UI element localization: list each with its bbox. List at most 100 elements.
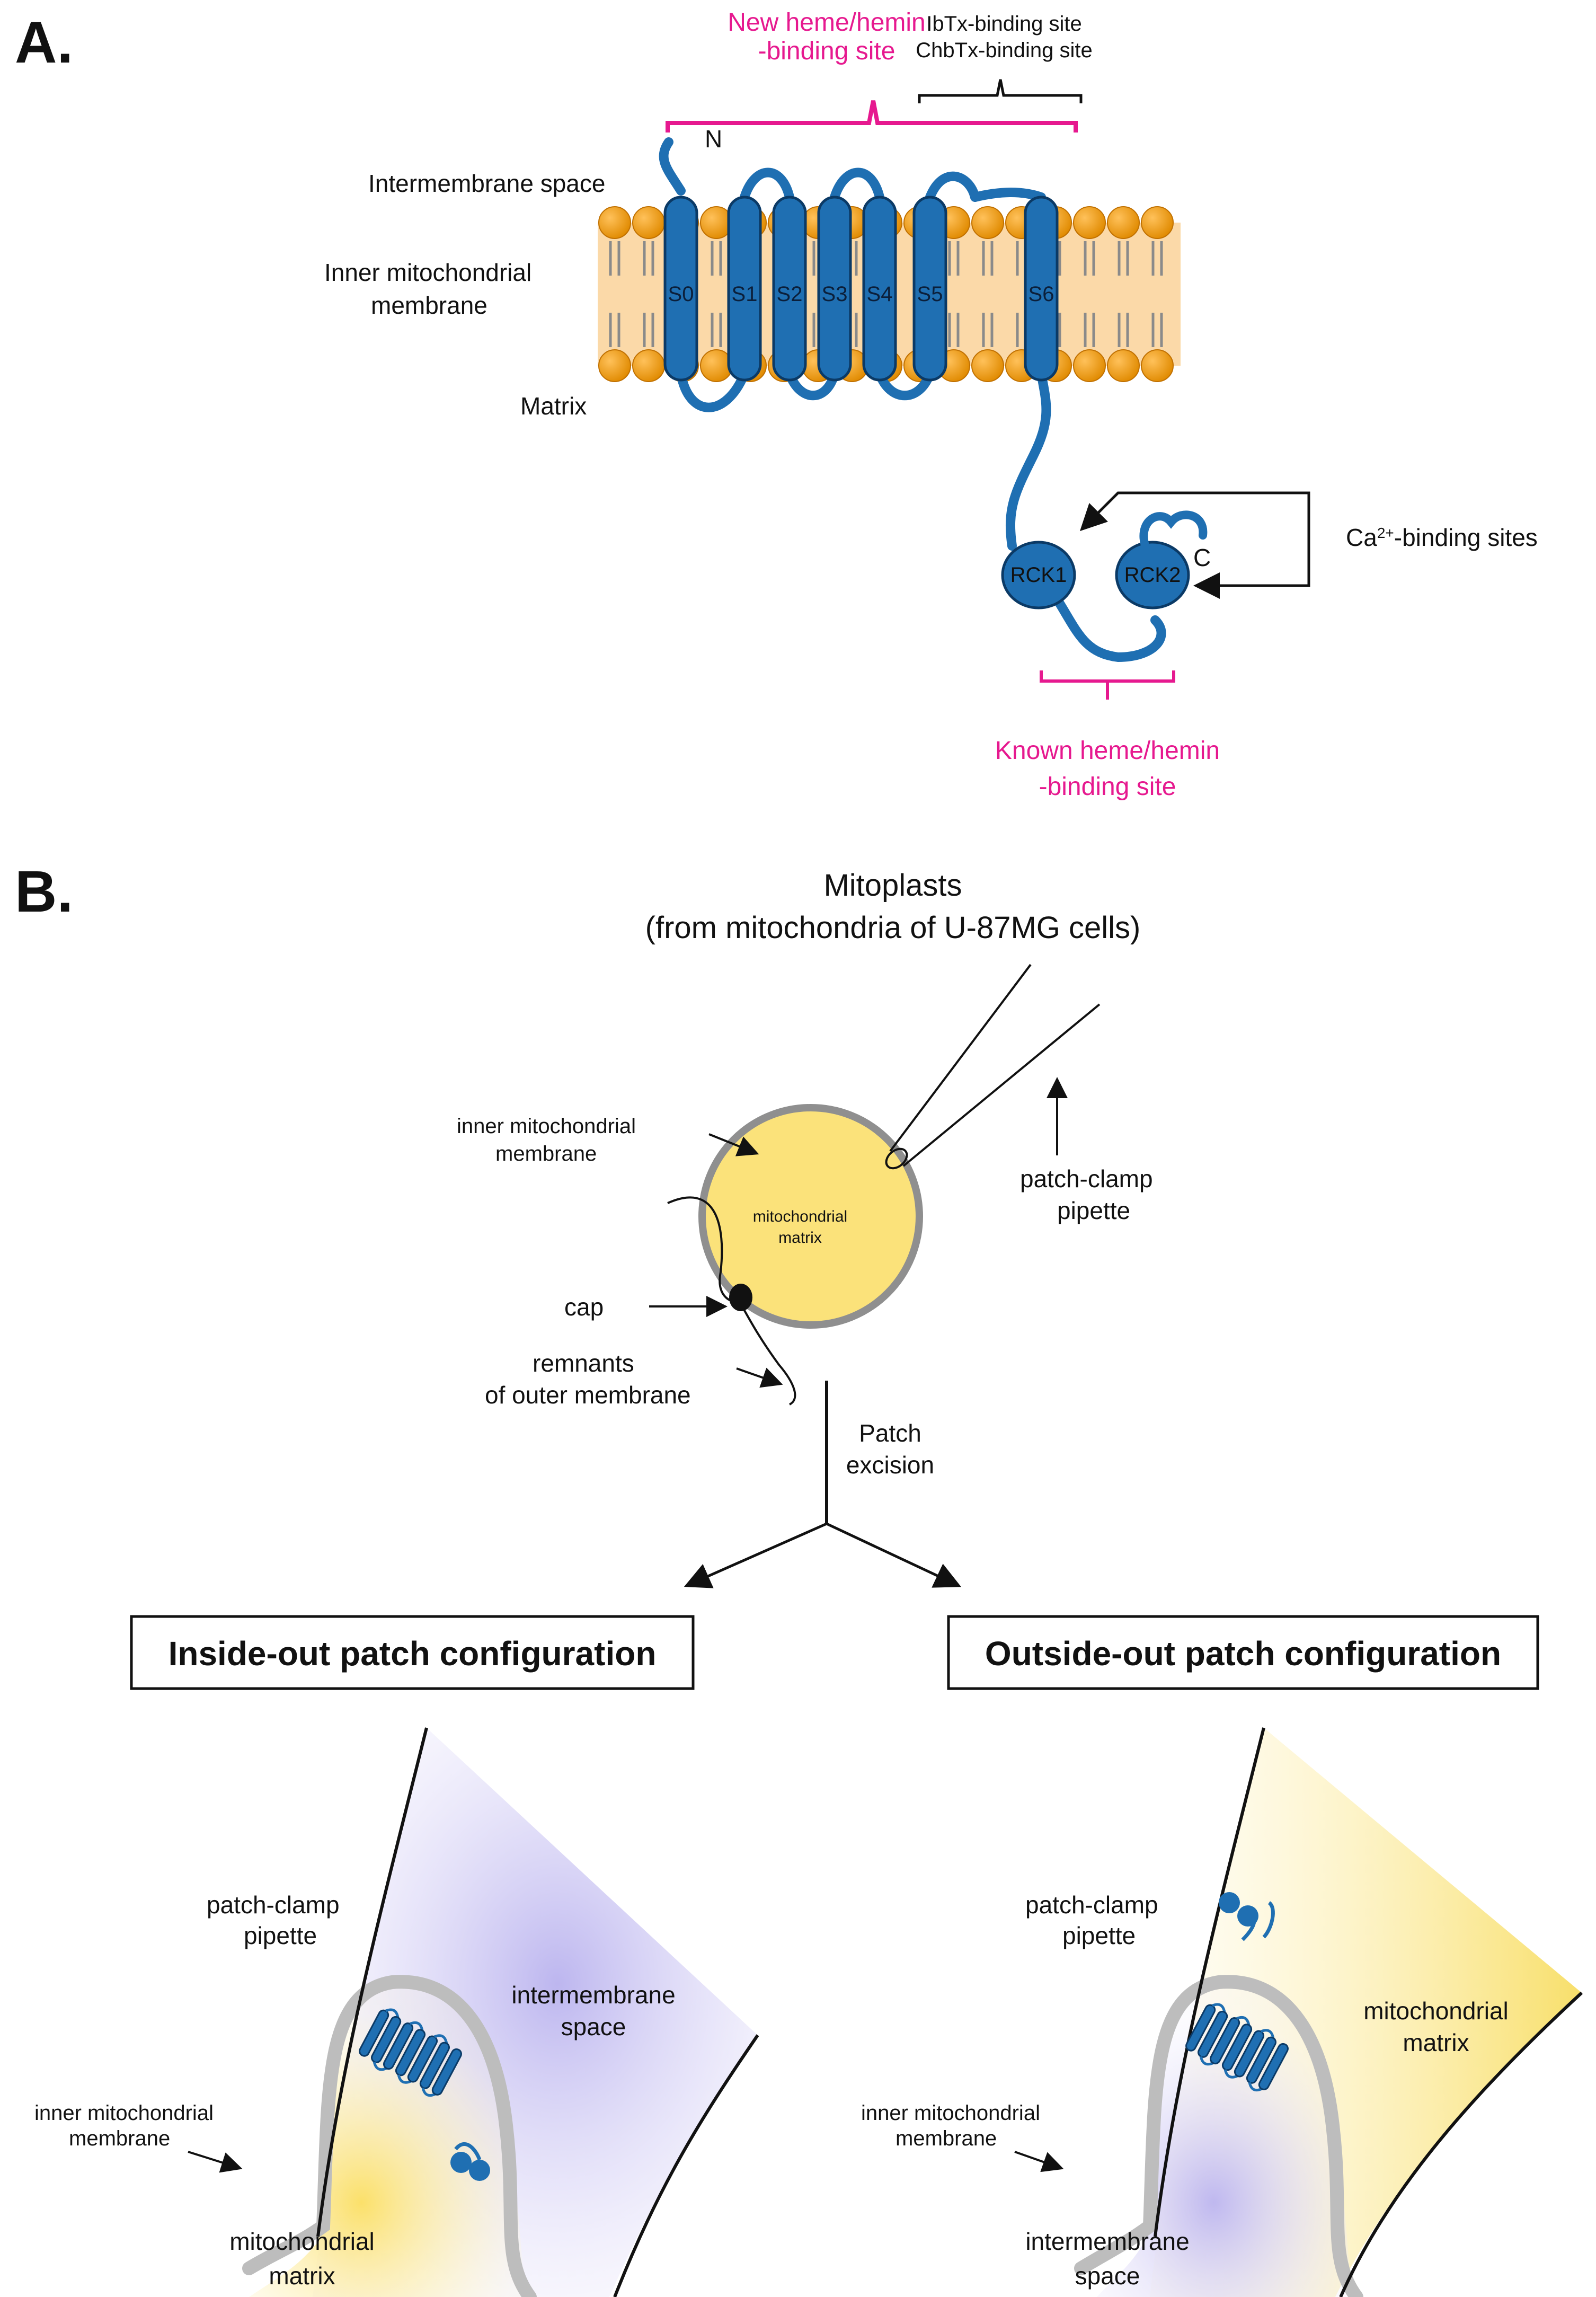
ca-binding-label: Ca2+-binding sites	[1346, 524, 1538, 551]
new-site-label-line1: New heme/hemin	[728, 8, 926, 37]
inside-out-box	[130, 1615, 695, 1690]
excision-label-line1: Patch	[859, 1419, 921, 1447]
io-pipette-wall-left	[316, 1727, 428, 2237]
io-channel	[359, 2008, 462, 2097]
lipid-head	[1107, 206, 1140, 239]
outside-out-box	[947, 1615, 1539, 1690]
helices: S0 S1 S2 S3 S4 S5 S6	[663, 196, 1059, 382]
lipid-head	[1141, 349, 1174, 382]
helix-6	[1024, 196, 1059, 382]
helix-3	[817, 196, 852, 382]
ca-text: Ca	[1346, 524, 1377, 551]
io-pipette-wall-right	[613, 2034, 759, 2297]
helix-5	[912, 196, 947, 382]
lipid-head	[632, 206, 665, 239]
helix-4	[862, 196, 897, 382]
known-site-label-line2: -binding site	[1039, 773, 1176, 801]
oo-pipette-wall-right	[1339, 1991, 1583, 2297]
remnant-label-line1: remnants	[533, 1349, 634, 1377]
rck1-label: RCK1	[1010, 563, 1067, 587]
known-site-label-line1: Known heme/hemin	[995, 737, 1220, 765]
io-imm-label-line1: inner mitochondrial	[34, 2101, 214, 2125]
oo-pipette-label-line1: patch-clamp	[1025, 1891, 1158, 1919]
lipid-head	[971, 349, 1004, 382]
imm-arrow	[708, 1133, 759, 1156]
io-imm-arrow	[188, 2151, 243, 2173]
mitoplast	[698, 1104, 923, 1329]
c-terminal-tail	[1139, 510, 1208, 547]
b-imm-label-line2: membrane	[495, 1142, 597, 1165]
lipid-head	[598, 349, 631, 382]
c-terminus: C	[1193, 544, 1211, 571]
new-site-label-line2: -binding site	[758, 37, 895, 65]
rck2-label: RCK2	[1124, 563, 1181, 587]
io-ims-label-line2: space	[561, 2013, 626, 2040]
oo-pipette-wall-left	[1154, 1727, 1265, 2237]
matrix-label: Matrix	[520, 392, 587, 420]
known-site-bracket	[1040, 670, 1175, 700]
toxin-site-bracket	[918, 79, 1083, 103]
matrix-label-line2: matrix	[778, 1229, 822, 1247]
pipette-label-line2: pipette	[1057, 1197, 1130, 1224]
lipid-head	[598, 206, 631, 239]
helix-label: S6	[1028, 282, 1054, 306]
ca-arrow-rck2	[1193, 533, 1310, 599]
excision-right	[826, 1522, 962, 1588]
oo-ims-label-line1: intermembrane	[1025, 2228, 1189, 2255]
helix-1	[727, 196, 762, 382]
panel-b: B. Mitoplasts (from mitochondria of U-87…	[15, 859, 1583, 2297]
oo-imm-label-line1: inner mitochondrial	[861, 2101, 1040, 2125]
oo-matrix-label-line2: matrix	[1403, 2029, 1469, 2056]
oo-pipette-label-line2: pipette	[1062, 1922, 1136, 1949]
new-site-bracket	[666, 100, 1078, 132]
helix-label: S3	[822, 282, 848, 306]
helix-label: S2	[777, 282, 803, 306]
pipette-label-line1: patch-clamp	[1020, 1165, 1153, 1192]
inside-out-title: Inside-out patch configuration	[169, 1635, 657, 1673]
outside-out-diagram: patch-clamp pipette mitochondrial matrix…	[861, 1727, 1583, 2297]
b-imm-label-line1: inner mitochondrial	[457, 1115, 636, 1138]
protein-loops	[659, 137, 1166, 662]
cap	[729, 1284, 752, 1311]
mitoplast-title-line2: (from mitochondria of U-87MG cells)	[645, 911, 1141, 945]
panel-b-label: B.	[15, 859, 73, 924]
cap-label: cap	[564, 1293, 604, 1321]
mitoplast-title-line1: Mitoplasts	[823, 868, 962, 903]
excision-label-line2: excision	[846, 1451, 934, 1479]
ca-superscript: 2+	[1377, 525, 1394, 541]
lipid-head	[632, 349, 665, 382]
oo-channel	[1185, 2003, 1289, 2092]
ibtx-site-label: IbTx-binding site	[926, 12, 1081, 36]
oo-imm-arrow	[1014, 2151, 1064, 2172]
lipid-head	[971, 206, 1004, 239]
helix-label: S5	[917, 282, 943, 306]
io-imm-label-line2: membrane	[69, 2127, 170, 2150]
imm-label-line2: membrane	[371, 291, 487, 319]
io-membrane	[242, 1975, 537, 2297]
helix-label: S1	[732, 282, 758, 306]
lipid-head	[1141, 206, 1174, 239]
io-matrix-label-line2: matrix	[269, 2262, 335, 2290]
lipid-head	[1107, 349, 1140, 382]
excision-left	[684, 1522, 828, 1588]
remnant-arrow	[736, 1367, 783, 1388]
helix-label: S0	[668, 282, 694, 306]
ca-suffix: -binding sites	[1394, 524, 1538, 551]
helix-2	[772, 196, 807, 382]
io-matrix-label-line1: mitochondrial	[229, 2228, 375, 2255]
inside-out-diagram: patch-clamp pipette intermembrane space …	[34, 1727, 759, 2297]
chbtx-site-label: ChbTx-binding site	[916, 39, 1093, 62]
rck2-domain	[1115, 541, 1190, 609]
lipid-head	[1073, 349, 1106, 382]
oo-matrix-label-line1: mitochondrial	[1363, 1997, 1509, 2025]
helix-0	[663, 196, 698, 382]
oo-membrane	[1074, 1975, 1363, 2297]
ca-arrow-rck1	[1079, 491, 1310, 533]
rck1-domain	[1001, 541, 1076, 609]
io-rck-domains	[450, 2142, 490, 2181]
helix-label: S4	[867, 282, 893, 306]
remnant-label-line2: of outer membrane	[485, 1381, 691, 1409]
oo-ims-label-line2: space	[1075, 2262, 1140, 2290]
